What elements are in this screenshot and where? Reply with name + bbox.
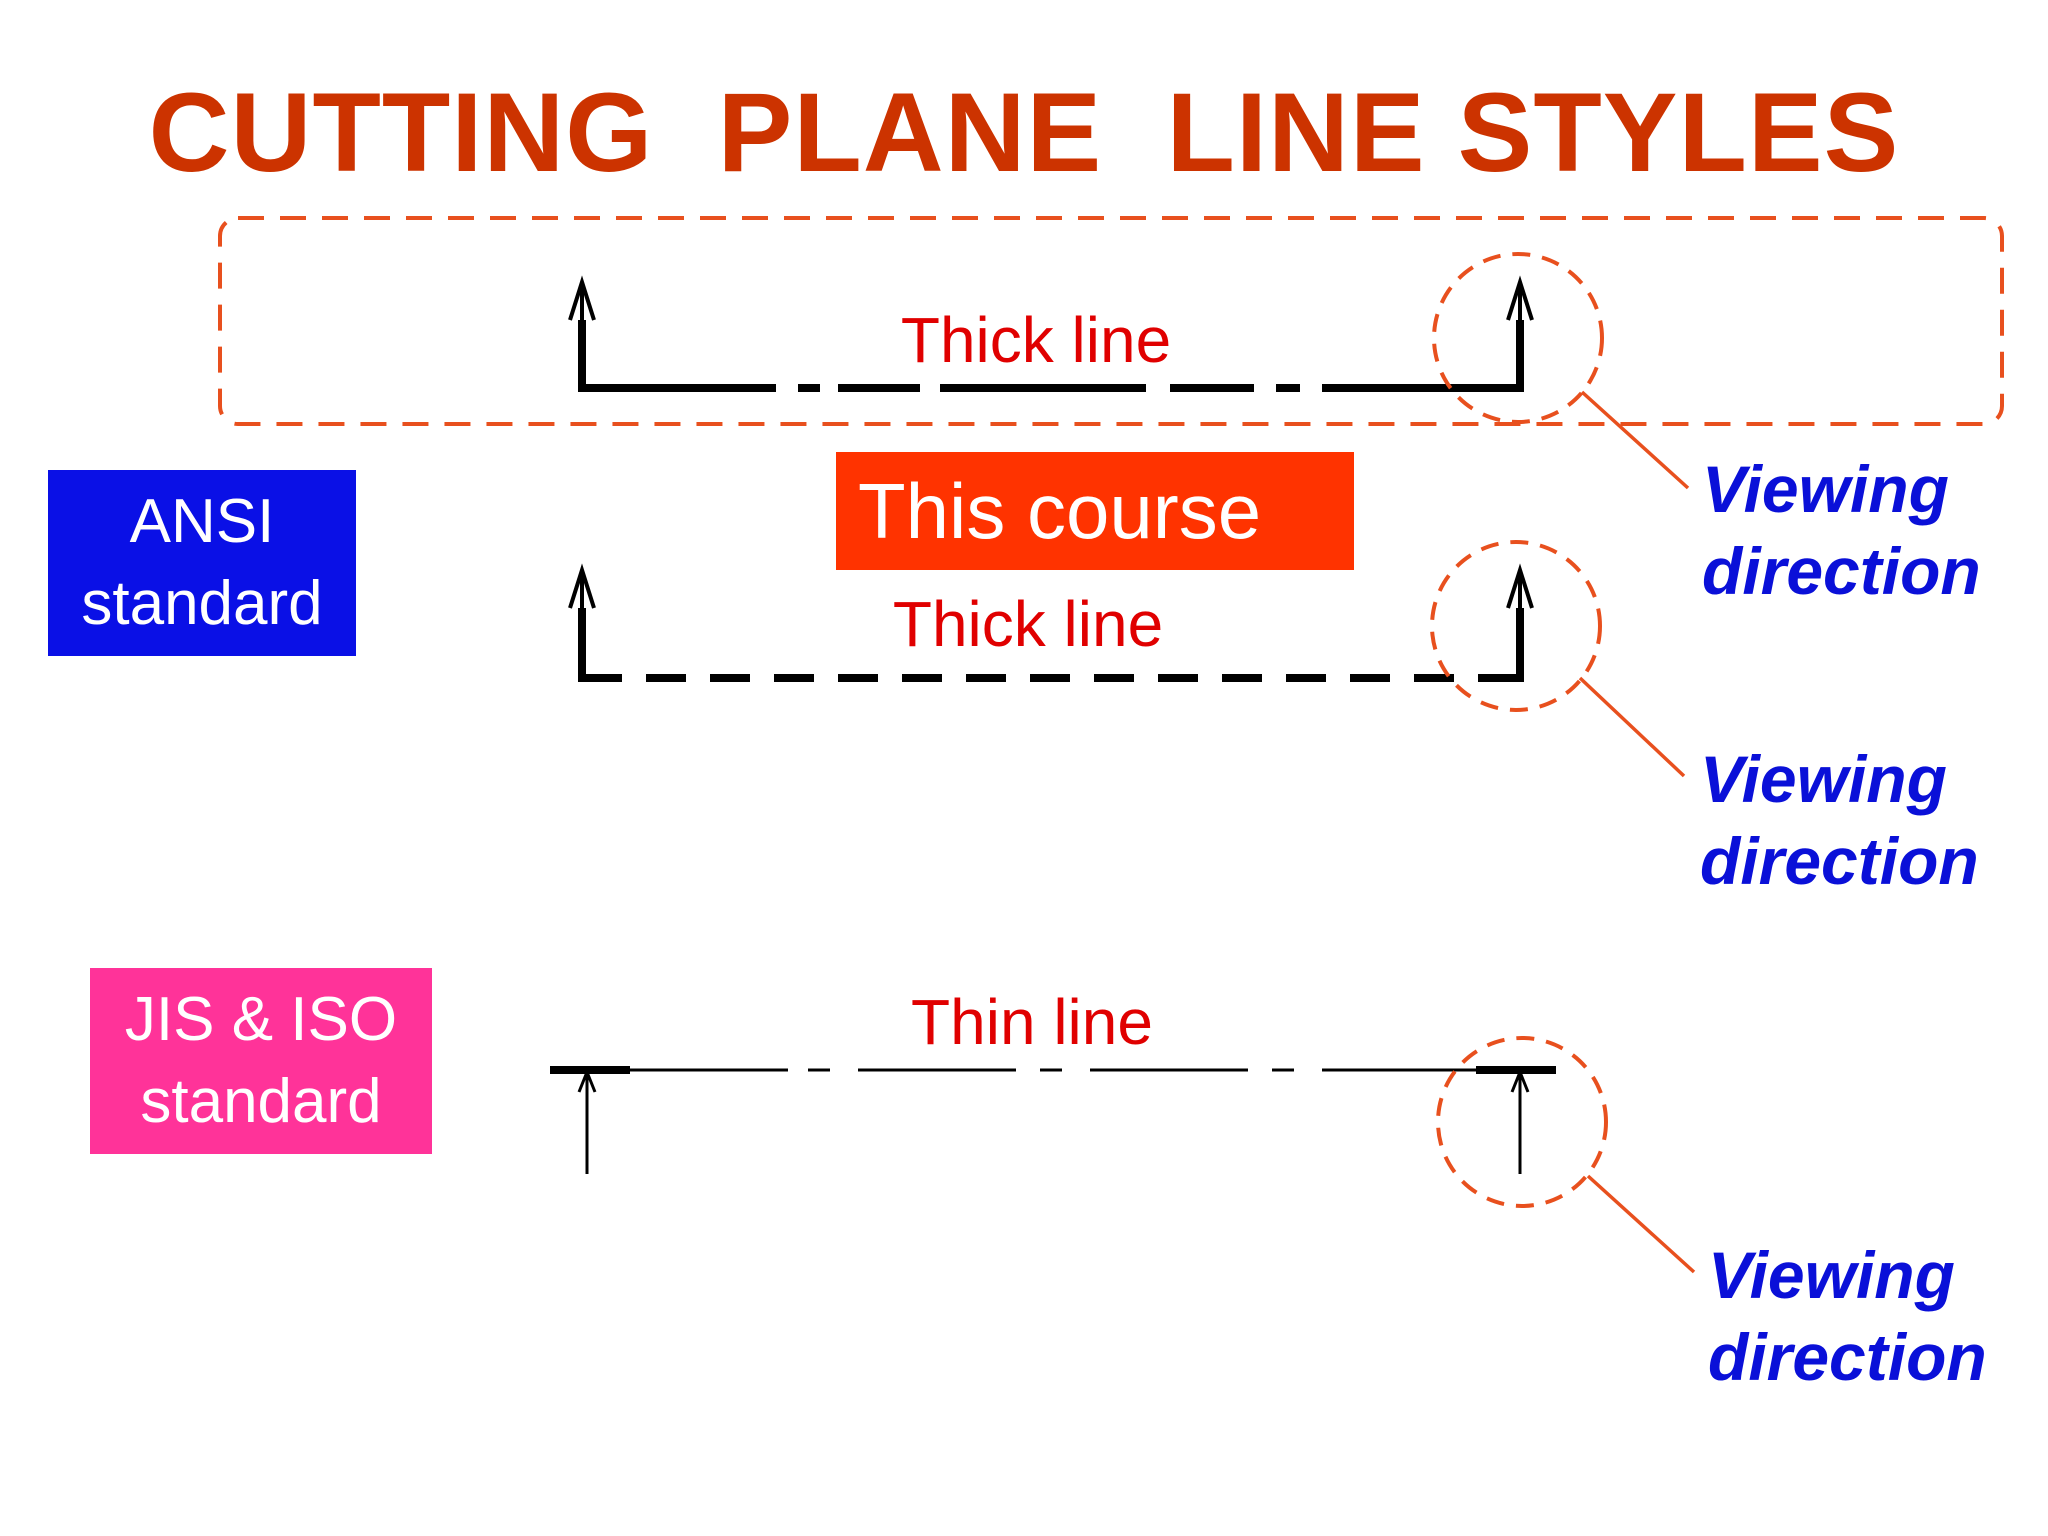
viewing-word: Viewing: [1708, 1238, 1955, 1312]
viewing-word: Viewing: [1702, 452, 1949, 526]
line-style-label: Thick line: [892, 588, 1164, 660]
jis-iso-standard-label: standard: [140, 1067, 382, 1136]
viewing-direction-circle: [1432, 252, 1604, 424]
this-course-badge: This course: [836, 452, 1354, 570]
line-style-label: Thin line: [911, 986, 1153, 1058]
jis-iso-label: JIS & ISO: [124, 985, 398, 1054]
viewing-direction-label: Viewing direction: [1700, 738, 1979, 902]
viewing-direction-circle: [1430, 540, 1602, 712]
ansi-label: ANSI: [129, 487, 275, 556]
direction-word: direction: [1702, 534, 1981, 608]
ansi-standard-box: ANSI standard: [48, 470, 356, 656]
direction-word: direction: [1700, 824, 1979, 898]
viewing-direction-circle: [1436, 1036, 1608, 1208]
viewing-word: Viewing: [1700, 742, 1947, 816]
viewing-direction-label: Viewing direction: [1702, 448, 1981, 612]
viewing-direction-label: Viewing direction: [1708, 1234, 1987, 1398]
leader-line: [1586, 1174, 1696, 1274]
cutting-plane-thick-dashed: [568, 563, 1534, 682]
leader-line: [1580, 390, 1690, 490]
line-style-label: Thick line: [900, 304, 1172, 376]
leader-line: [1578, 676, 1686, 778]
cutting-plane-thick-chain: [568, 275, 1534, 392]
highlight-frame: [218, 216, 2004, 426]
jis-iso-standard-box: JIS & ISO standard: [90, 968, 432, 1154]
ansi-standard-label: standard: [81, 569, 323, 638]
direction-word: direction: [1708, 1320, 1987, 1394]
page-title: CUTTING PLANE LINE STYLES: [148, 70, 1900, 195]
cutting-plane-thin-chain: [550, 1066, 1556, 1174]
